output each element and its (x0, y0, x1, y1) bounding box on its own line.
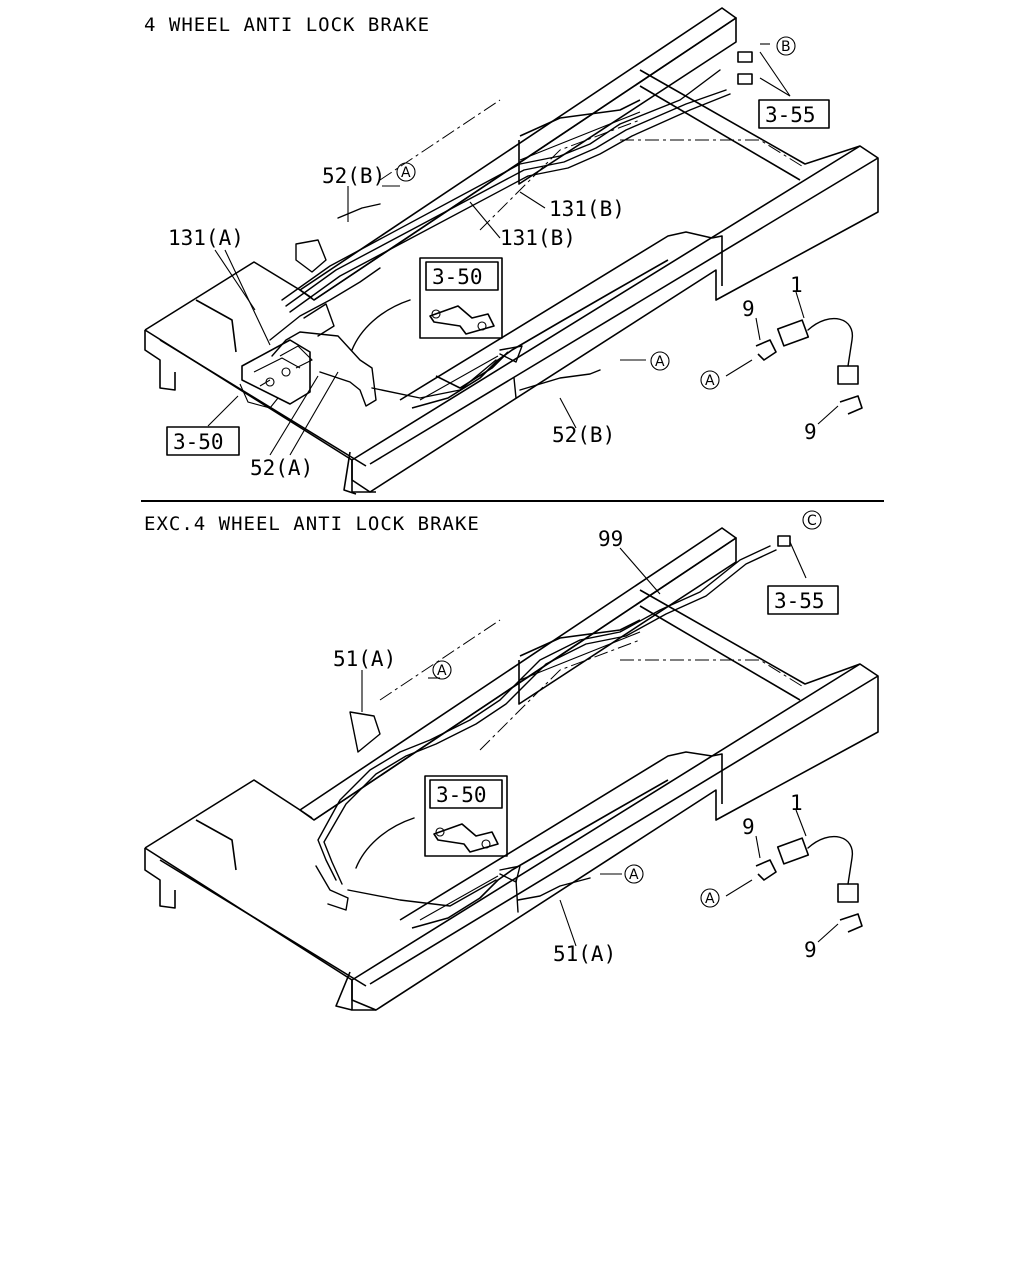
upper-ref-3-50: 3-50 (173, 430, 224, 454)
lower-centerlines (379, 619, 806, 751)
lower-label-9-bottom: 9 (804, 938, 817, 962)
upper-callout-a-hose-letter: A (705, 373, 715, 389)
upper-ref-3-50-inset-box (425, 261, 499, 291)
lower-section-title: EXC.4 WHEEL ANTI LOCK BRAKE (144, 513, 480, 535)
lower-label-51a-bottom: 51(A) (553, 942, 616, 966)
upper-callout-a-top-letter: A (401, 165, 411, 181)
upper-label-52b-top: 52(B) (322, 164, 385, 188)
lower-inset-3-50 (355, 775, 508, 869)
lower-label-1: 1 (790, 791, 803, 815)
upper-label-52a: 52(A) (250, 456, 313, 480)
lower-label-99: 99 (598, 527, 623, 551)
lower-clip-top (755, 859, 777, 881)
lower-callout-a-hose (700, 888, 720, 908)
lower-callout-a-top (432, 660, 452, 680)
lower-brake-pipes (315, 545, 777, 913)
lower-callout-c-letter: C (807, 513, 817, 529)
upper-label-52b-bottom: 52(B) (552, 423, 615, 447)
lower-callout-a-right (624, 864, 644, 884)
upper-ref-3-55-box (758, 99, 830, 129)
upper-inset-3-50 (351, 257, 503, 351)
lower-callout-c (802, 510, 822, 530)
upper-clip-bottom (839, 395, 863, 415)
upper-centerlines (379, 99, 806, 231)
lower-callout-a-right-letter: A (629, 867, 639, 883)
upper-ref-3-50-box (166, 426, 240, 456)
upper-label-131b-b: 131(B) (500, 226, 576, 250)
upper-label-9-bottom: 9 (804, 420, 817, 444)
upper-callout-a-right-letter: A (655, 354, 665, 370)
upper-callout-a-right (650, 351, 670, 371)
upper-caps-b (737, 51, 753, 85)
upper-label-1: 1 (790, 273, 803, 297)
upper-clip-top (755, 339, 777, 361)
lower-clip-bottom (839, 913, 863, 933)
lower-ref-3-55-box (767, 585, 839, 615)
lower-brake-hose (776, 835, 859, 903)
lower-label-9-top: 9 (742, 815, 755, 839)
upper-callout-a-hose (700, 370, 720, 390)
lower-callout-a-top-letter: A (437, 663, 447, 679)
lower-ref-3-50-inset-box (429, 779, 503, 809)
upper-brake-hose (776, 317, 859, 385)
upper-label-9-top: 9 (742, 297, 755, 321)
lower-callout-a-hose-letter: A (705, 891, 715, 907)
lower-label-51a-top: 51(A) (333, 647, 396, 671)
upper-section-title: 4 WHEEL ANTI LOCK BRAKE (144, 14, 430, 36)
upper-label-131b-a: 131(B) (549, 197, 625, 221)
upper-label-131a: 131(A) (168, 226, 244, 250)
upper-callout-b-letter: B (781, 39, 791, 55)
lower-ref-3-50-inset: 3-50 (436, 783, 487, 807)
lower-cap-c (777, 535, 791, 547)
upper-leader-lines (207, 43, 839, 456)
lower-chassis-frame (144, 527, 879, 1011)
upper-callout-a-top (396, 162, 416, 182)
upper-chassis-frame (144, 7, 879, 495)
upper-callout-b (776, 36, 796, 56)
upper-ref-3-50-inset: 3-50 (432, 265, 483, 289)
upper-ref-3-55: 3-55 (765, 103, 816, 127)
lower-ref-3-55: 3-55 (774, 589, 825, 613)
upper-abs-module (239, 339, 313, 409)
upper-brake-pipes (269, 69, 731, 407)
